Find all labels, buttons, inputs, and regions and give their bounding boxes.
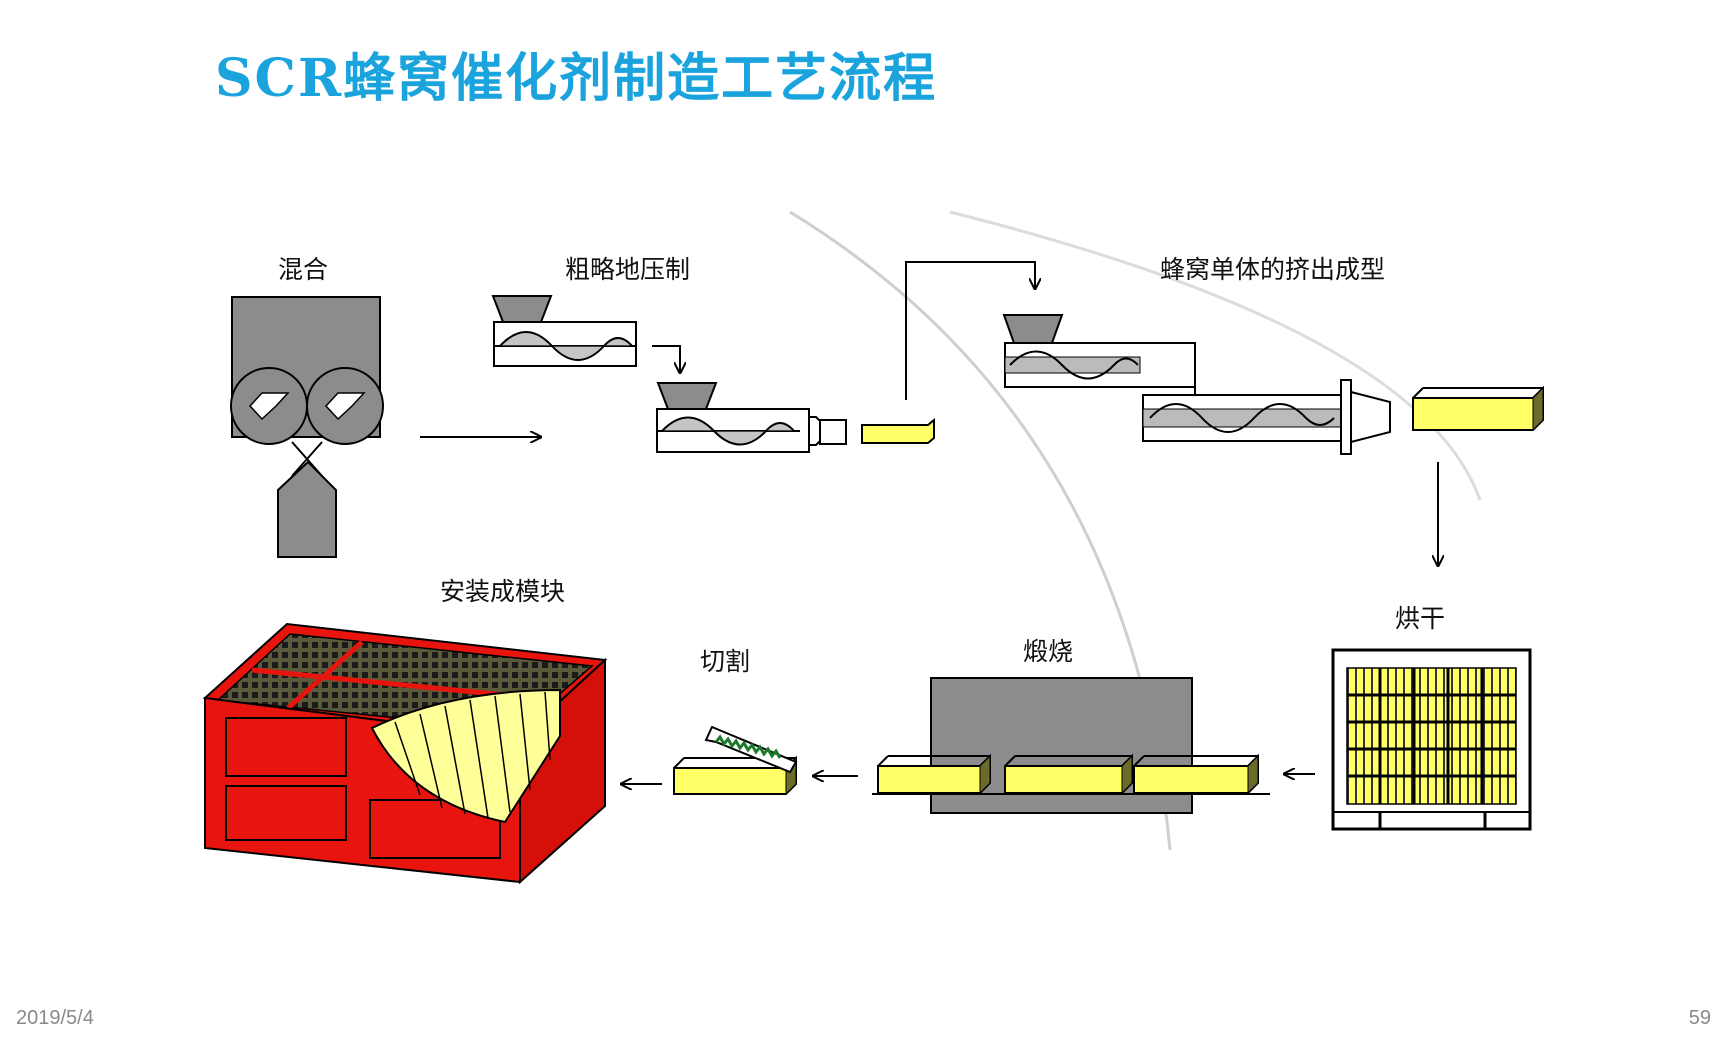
footer-date: 2019/5/4 xyxy=(16,1007,94,1029)
slide-title: SCR蜂窝催化剂制造工艺流程 xyxy=(215,48,938,109)
step-label-extrusion: 蜂窝单体的挤出成型 xyxy=(1160,255,1385,284)
step-label-calcining: 煅烧 xyxy=(1023,637,1073,666)
page-number: 59 xyxy=(1688,1007,1711,1029)
rough-press: 粗略地压制 xyxy=(491,255,935,453)
dryer: 烘干 xyxy=(1331,604,1532,831)
catalyst-module: 安装成模块 xyxy=(202,577,608,885)
extruder: 蜂窝单体的挤出成型 xyxy=(1002,255,1544,455)
step-label-cutting: 切割 xyxy=(700,647,750,676)
step-label-rough-pressing: 粗略地压制 xyxy=(565,255,690,284)
cutter: 切割 xyxy=(673,647,798,796)
background-arc xyxy=(949,210,1482,501)
step-label-mixing: 混合 xyxy=(278,255,328,284)
mixer: 混合 xyxy=(230,255,384,558)
step-label-assembly: 安装成模块 xyxy=(440,577,565,606)
flow-arrow xyxy=(905,261,1035,400)
kiln: 煅烧 xyxy=(872,637,1270,814)
step-label-drying: 烘干 xyxy=(1395,604,1445,633)
